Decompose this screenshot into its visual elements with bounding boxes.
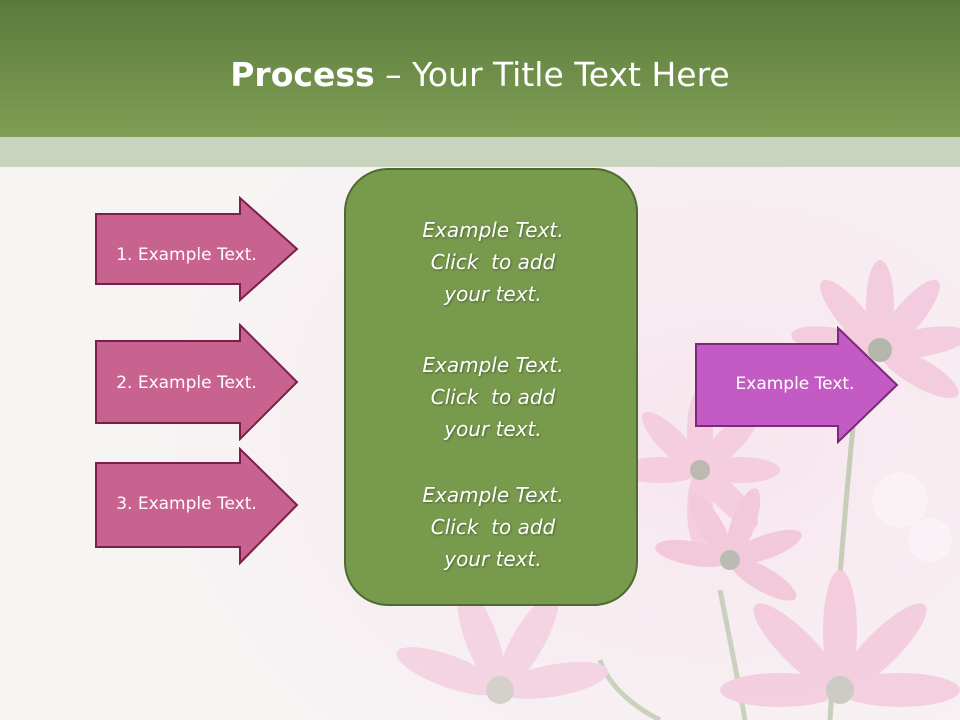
left-arrow-3[interactable] (94, 447, 300, 567)
center-line: Click to add (430, 385, 556, 409)
left-arrow-1[interactable] (94, 196, 300, 302)
center-line: your text. (444, 417, 542, 441)
left-arrow-3-label: 3. Example Text. (116, 494, 257, 514)
center-paragraph-1: Example Text. Click to add your text. (346, 214, 640, 310)
left-arrow-2[interactable] (94, 323, 300, 441)
right-arrow-label: Example Text. (735, 374, 855, 394)
left-arrow-2-label: 2. Example Text. (116, 373, 257, 393)
title-band-stripe (0, 137, 960, 167)
center-line: Example Text. (422, 483, 564, 507)
slide-title-bold: Process (230, 55, 375, 94)
center-paragraph-2: Example Text. Click to add your text. (346, 349, 640, 445)
center-line: Click to add (430, 515, 556, 539)
center-line: Example Text. (422, 218, 564, 242)
center-content-box[interactable]: Example Text. Click to add your text. Ex… (344, 168, 638, 606)
center-line: Example Text. (422, 353, 564, 377)
center-line: your text. (444, 547, 542, 571)
center-line: your text. (444, 282, 542, 306)
slide-title[interactable]: Process – Your Title Text Here (0, 52, 960, 98)
center-paragraph-3: Example Text. Click to add your text. (346, 479, 640, 575)
left-arrow-1-label: 1. Example Text. (116, 245, 257, 265)
title-bar (0, 0, 960, 137)
slide-title-rest: – Your Title Text Here (374, 55, 730, 94)
center-line: Click to add (430, 250, 556, 274)
right-arrow[interactable] (694, 326, 900, 444)
